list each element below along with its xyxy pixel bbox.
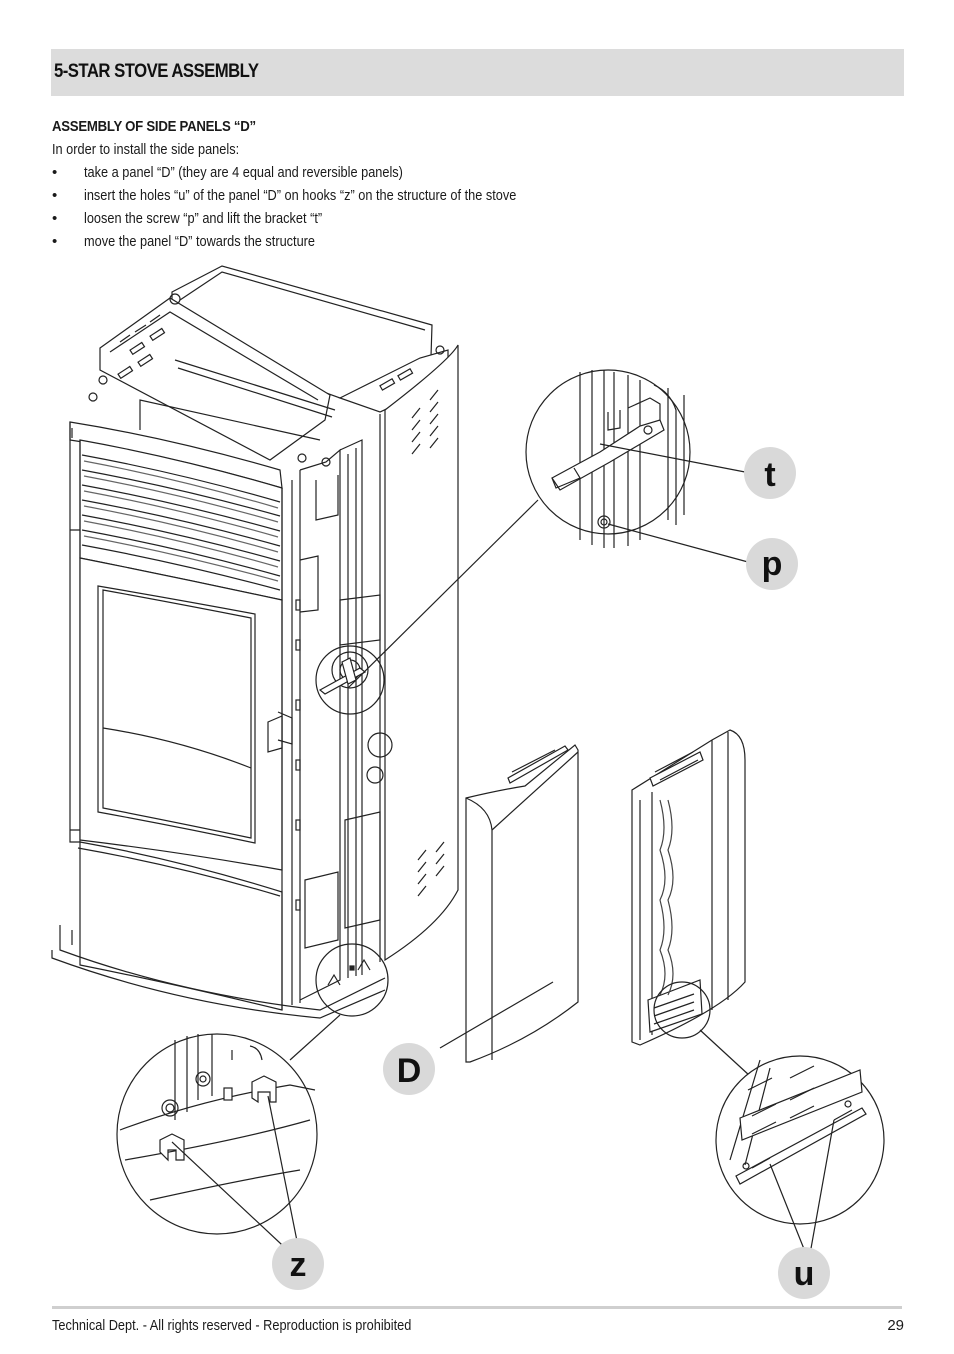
bullet: • [52, 233, 58, 250]
leader-line [607, 523, 749, 563]
label-u: u [778, 1247, 830, 1299]
label-u-text: u [794, 1255, 815, 1293]
leader-line [347, 499, 539, 689]
leader-line [289, 1014, 341, 1061]
footer-divider [52, 1306, 902, 1309]
side-panel-front [439, 744, 579, 1063]
bullet: • [52, 187, 58, 204]
label-p-text: p [762, 545, 783, 583]
callout-ring [315, 645, 385, 715]
label-D-text: D [397, 1052, 422, 1090]
detail-hooks [116, 1033, 318, 1235]
bullet: • [52, 210, 58, 227]
page-number: 29 [887, 1317, 904, 1334]
section-title: ASSEMBLY OF SIDE PANELS “D” [52, 118, 256, 135]
stove-illustration [51, 265, 459, 1019]
label-t: t [744, 447, 796, 499]
callout-ring [315, 943, 389, 1017]
intro-text: In order to install the side panels: [52, 141, 240, 158]
label-t-text: t [764, 456, 775, 494]
step-text: loosen the screw “p” and lift the bracke… [84, 210, 323, 227]
header-bar: 5-STAR STOVE ASSEMBLY [51, 49, 904, 96]
label-z-text: z [290, 1246, 307, 1284]
leader-line [699, 1029, 751, 1077]
detail-bracket-screw [525, 369, 691, 548]
bullet: • [52, 164, 58, 181]
leader-line [769, 1119, 835, 1255]
detail-holes [715, 1055, 885, 1225]
label-z: z [272, 1238, 324, 1290]
leader-line [599, 443, 746, 473]
callout-ring [653, 981, 711, 1039]
side-panel-rear [631, 729, 746, 1046]
leader-line [171, 1095, 301, 1259]
step-text: move the panel “D” towards the structure [84, 233, 316, 250]
footer-text: Technical Dept. - All rights reserved - … [52, 1317, 412, 1334]
step-text: insert the holes “u” of the panel “D” on… [84, 187, 517, 204]
label-D: D [383, 1043, 435, 1095]
label-p: p [746, 538, 798, 590]
page-title: 5-STAR STOVE ASSEMBLY [54, 61, 259, 82]
step-text: take a panel “D” (they are 4 equal and r… [84, 164, 403, 181]
assembly-figure: t p D z u [51, 265, 885, 1299]
